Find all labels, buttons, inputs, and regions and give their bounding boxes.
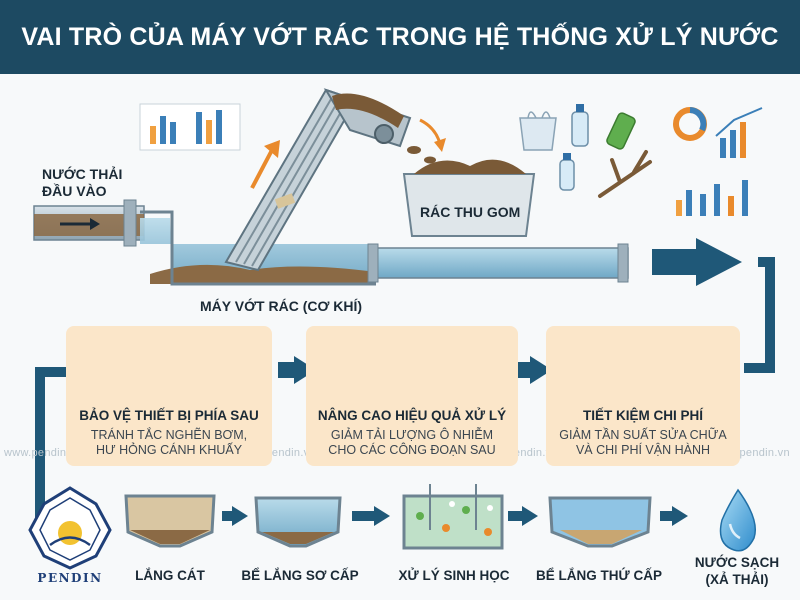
inlet-label: NƯỚC THẢI ĐẦU VÀO	[42, 166, 132, 200]
benefit-arrows	[278, 356, 552, 384]
screen-machine-label: MÁY VỚT RÁC (CƠ KHÍ)	[200, 298, 363, 314]
pendin-logo-icon	[28, 486, 112, 570]
stage-label-primary: BỂ LẮNG SƠ CẤP	[241, 568, 359, 583]
benefit-card-protect: BẢO VỆ THIẾT BỊ PHÍA SAU TRÁNH TẮC NGHẼN…	[66, 326, 272, 466]
outflow-pipe	[367, 243, 629, 283]
benefit-description: TRÁNH TẮC NGHẼN BƠM, HƯ HỎNG CÁNH KHUẤY	[66, 428, 272, 458]
clean-water-label: NƯỚC SẠCH (XẢ THẢI)	[682, 554, 792, 588]
inlet-arrow-icon	[60, 218, 100, 230]
benefit-title: NÂNG CAO HIỆU QUẢ XỬ LÝ	[317, 408, 507, 423]
inlet-label-line1: NƯỚC THẢI	[42, 166, 123, 182]
benefit-desc-line1: GIẢM TẢI LƯỢNG Ô NHIỄM	[330, 428, 494, 442]
benefit-card-savings: TIẾT KIỆM CHI PHÍ GIẢM TẦN SUẤT SỬA CHỮA…	[546, 326, 740, 466]
stage-arrows	[222, 506, 688, 526]
clean-water-line1: NƯỚC SẠCH	[694, 555, 780, 570]
bottle-icon-small	[559, 153, 575, 191]
benefit-description: GIẢM TẦN SUẤT SỬA CHỮA VÀ CHI PHÍ VẬN HÀ…	[546, 428, 740, 458]
stage-label-grit: LẮNG CÁT	[135, 568, 205, 583]
stage-label-biological: XỬ LÝ SINH HỌC	[398, 568, 510, 583]
stage-secondary-clarifier	[548, 496, 652, 548]
stage-grit-chamber	[124, 494, 216, 548]
watermark-text: www.pendin.vn	[4, 447, 82, 459]
falling-debris	[407, 118, 446, 164]
flow-path	[35, 238, 775, 532]
inlet-label-line2: ĐẦU VÀO	[42, 183, 107, 199]
benefit-desc-line2: CHO CÁC CÔNG ĐOẠN SAU	[328, 443, 496, 457]
clean-water-line2: (XẢ THẢI)	[705, 572, 769, 587]
benefit-desc-line2: VÀ CHI PHÍ VẬN HÀNH	[575, 443, 711, 457]
stage-primary-clarifier	[254, 496, 342, 548]
right-charts-icon	[673, 107, 763, 216]
benefit-desc-line1: TRÁNH TẮC NGHẼN BƠM,	[90, 428, 248, 442]
green-bottle-icon	[606, 112, 636, 150]
bottle-icon	[571, 104, 589, 147]
page-title: VAI TRÒ CỦA MÁY VỚT RÁC TRONG HỆ THỐNG X…	[21, 23, 779, 125]
stage-biological-treatment	[402, 484, 504, 550]
benefit-desc-line1: GIẢM TẦN SUẤT SỬA CHỮA	[559, 428, 727, 442]
plastic-bag-icon	[519, 111, 557, 151]
branch-icon	[598, 150, 652, 198]
logo-text: PENDIN	[37, 571, 103, 585]
collection-bin-label: RÁC THU GOM	[420, 204, 521, 220]
benefit-title: BẢO VỆ THIẾT BỊ PHÍA SAU	[79, 408, 259, 423]
benefit-title: TIẾT KIỆM CHI PHÍ	[582, 408, 703, 423]
collection-bin	[402, 159, 536, 237]
water-drop-icon	[719, 488, 756, 552]
benefit-card-efficiency: NÂNG CAO HIỆU QUẢ XỬ LÝ GIẢM TẢI LƯỢNG Ô…	[306, 326, 518, 466]
benefits-row: BẢO VỆ THIẾT BỊ PHÍA SAU TRÁNH TẮC NGHẼN…	[66, 326, 740, 466]
benefit-description: GIẢM TẢI LƯỢNG Ô NHIỄM CHO CÁC CÔNG ĐOẠN…	[306, 428, 518, 458]
stage-label-secondary: BỂ LẮNG THỨ CẤP	[536, 568, 662, 583]
header-bar: VAI TRÒ CỦA MÁY VỚT RÁC TRONG HỆ THỐNG X…	[0, 0, 800, 125]
report-chart-icon	[139, 103, 241, 151]
up-arrow-icon	[250, 140, 280, 189]
bar-screen-machine	[224, 88, 412, 272]
benefit-desc-line2: HƯ HỎNG CÁNH KHUẤY	[95, 443, 243, 457]
